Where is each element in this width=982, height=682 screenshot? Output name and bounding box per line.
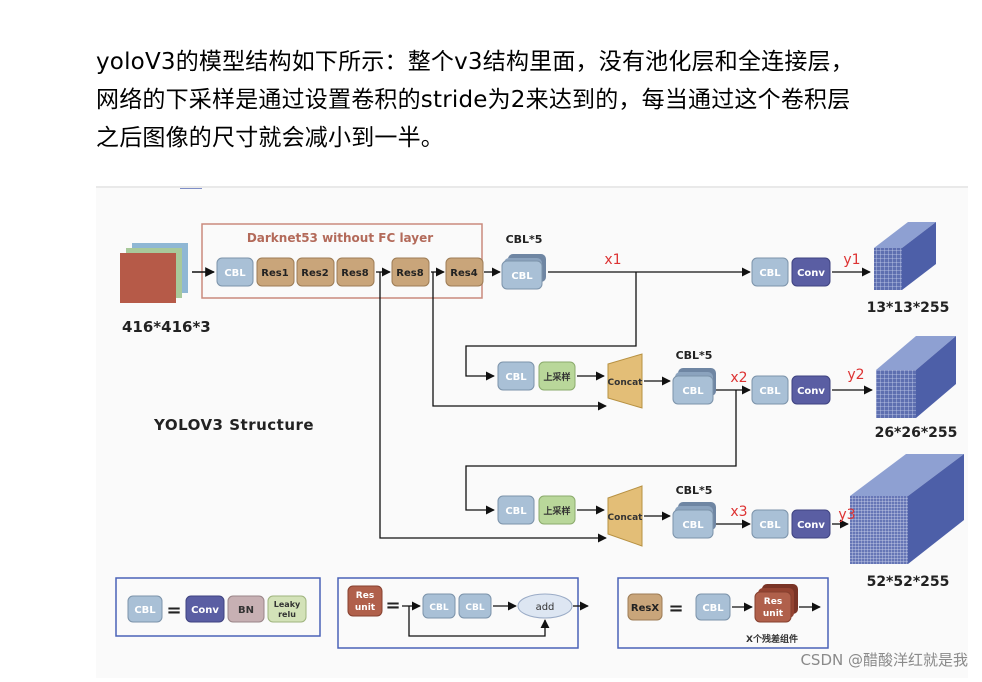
- legend-leaky-label: Leaky: [274, 600, 301, 609]
- intro-line-2: 网络的下采样是通过设置卷积的stride为2来达到的，每当通过这个卷积层: [96, 87, 851, 113]
- head3-cbl-block: [751, 509, 789, 539]
- output-cube-26: [876, 336, 956, 418]
- legend-cbl-label: CBL: [134, 605, 156, 616]
- yolov3-structure-figure: 416*416*3 Darknet53 without FC layer CBL…: [96, 186, 968, 678]
- cbl5-block-row3: [672, 509, 714, 539]
- structure-title: YOLOV3 Structure: [153, 416, 314, 434]
- row3-upsample-label: 上采样: [543, 505, 570, 517]
- concat-label-1: Concat: [608, 378, 644, 388]
- output-cube-52: [850, 454, 964, 564]
- res8-block-1: [336, 257, 375, 287]
- y1-label: y1: [843, 252, 860, 268]
- legend-add-label: add: [536, 602, 555, 613]
- legend-bn-label: BN: [238, 605, 254, 616]
- cbl5-block-row3-label: CBL: [682, 520, 704, 531]
- legend-resunit-equals: =: [385, 595, 400, 616]
- intro-line-1: yoloV3的模型结构如下所示：整个v3结构里面，没有池化层和全连接层，: [96, 49, 854, 75]
- row3-cbl-label: CBL: [505, 506, 527, 517]
- y2-label: y2: [847, 367, 864, 383]
- legend-cbl: CBL = Conv BN Leaky relu: [115, 577, 321, 637]
- legend-resx-label: ResX: [631, 603, 659, 614]
- head2-conv-block: [791, 375, 831, 405]
- row2-upsample-block: [538, 361, 576, 391]
- legend-resunit-label-1: Res: [356, 591, 374, 601]
- head2-conv-label: Conv: [797, 386, 825, 397]
- x3-label: x3: [730, 504, 747, 520]
- res4-block: [445, 257, 484, 287]
- concat-label-2: Concat: [608, 513, 644, 523]
- legend-resunit-cbl2: CBL: [465, 603, 484, 613]
- head2-cbl-label: CBL: [759, 386, 781, 397]
- res2-block: [296, 257, 335, 287]
- backbone-title: Darknet53 without FC layer: [247, 231, 433, 245]
- head3-conv-label: Conv: [797, 520, 825, 531]
- backbone-cbl-label: CBL: [224, 268, 246, 279]
- cbl5-label-row3: CBL*5: [676, 484, 713, 497]
- output-cube-13: [874, 222, 936, 290]
- legend-resx-caption: X个残差组件: [746, 633, 798, 645]
- y3-label: y3: [838, 507, 855, 523]
- legend-relu-label: relu: [278, 610, 296, 619]
- row2-upsample-label: 上采样: [543, 371, 570, 383]
- head3-conv-block: [791, 509, 831, 539]
- concat-block-1: [607, 353, 643, 409]
- res1-block: [256, 257, 295, 287]
- res1-label: Res1: [261, 268, 288, 279]
- output-52-label: 52*52*255: [867, 574, 950, 590]
- head2-cbl-block: [751, 375, 789, 405]
- head1-cbl-label: CBL: [759, 268, 781, 279]
- row2-cbl-block: [497, 361, 535, 391]
- yolov3-diagram: 416*416*3 Darknet53 without FC layer CBL…: [96, 186, 968, 649]
- res2-label: Res2: [301, 268, 328, 279]
- intro-paragraph: yoloV3的模型结构如下所示：整个v3结构里面，没有池化层和全连接层， 网络的…: [96, 43, 976, 157]
- output-13-label: 13*13*255: [867, 300, 950, 316]
- row2-cbl-label: CBL: [505, 372, 527, 383]
- row3-upsample-block: [538, 495, 576, 525]
- legend-resx: ResX = CBL Res unit X个残差组件: [617, 577, 829, 649]
- legend-conv-label: Conv: [191, 605, 219, 616]
- res8-block-2: [391, 257, 430, 287]
- legend-cbl-equals: =: [166, 600, 181, 621]
- concat-block-2: [607, 485, 643, 547]
- res8-label-2: Res8: [396, 268, 423, 279]
- legend-resx-resunit-1: Res: [764, 597, 782, 607]
- legend-resunit-label-2: unit: [355, 603, 376, 613]
- legend-resunit-cbl1: CBL: [429, 603, 448, 613]
- x1-label: x1: [604, 252, 621, 268]
- cbl5-block-top-label: CBL: [511, 271, 533, 282]
- res8-label-1: Res8: [341, 268, 368, 279]
- cbl5-label-row2: CBL*5: [676, 349, 713, 362]
- csdn-watermark: CSDN @醋酸洋红就是我: [800, 651, 968, 669]
- intro-line-3: 之后图像的尺寸就会减小到一半。: [96, 125, 444, 151]
- head1-conv-block: [791, 257, 831, 287]
- cbl5-block-row2: [672, 375, 714, 405]
- legend-resx-cbl: CBL: [702, 603, 724, 614]
- head1-conv-label: Conv: [797, 268, 825, 279]
- x2-label: x2: [730, 370, 747, 386]
- legend-res-unit: Res unit = CBL CBL add: [337, 577, 589, 649]
- head3-cbl-label: CBL: [759, 520, 781, 531]
- input-size-label: 416*416*3: [122, 318, 211, 336]
- res4-label: Res4: [450, 268, 477, 279]
- input-image: [120, 243, 188, 303]
- legend-resx-resunit-2: unit: [763, 609, 784, 619]
- cbl5-block-row2-label: CBL: [682, 386, 704, 397]
- row3-cbl-block: [497, 495, 535, 525]
- output-26-label: 26*26*255: [875, 425, 958, 441]
- backbone-cbl-block: [216, 257, 254, 287]
- legend-resx-equals: =: [668, 598, 683, 619]
- head1-cbl-block: [751, 257, 789, 287]
- cbl5-label-top: CBL*5: [506, 233, 543, 246]
- cbl5-block-top: [501, 260, 543, 290]
